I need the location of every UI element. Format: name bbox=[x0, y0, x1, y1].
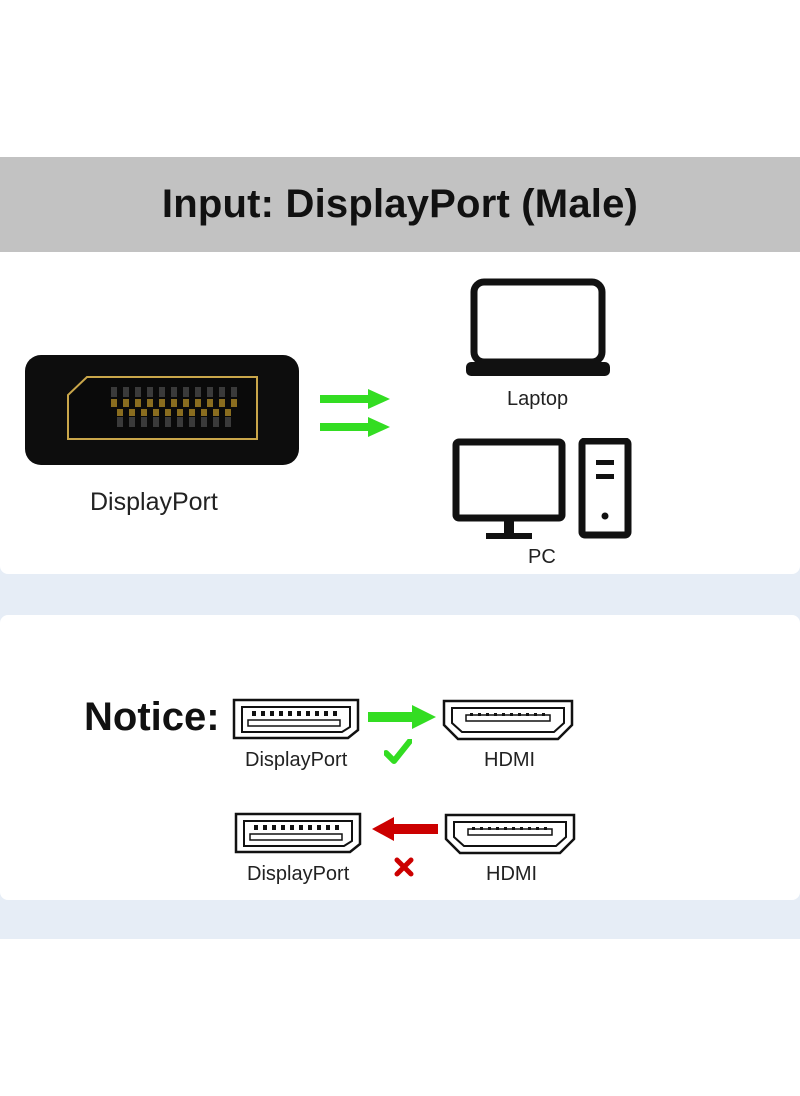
arrow-left-icon bbox=[372, 817, 438, 841]
row1-displayport-label: DisplayPort bbox=[245, 749, 348, 771]
displayport-connector-icon bbox=[25, 355, 299, 465]
header-bar: Input: DisplayPort (Male) bbox=[0, 157, 800, 252]
hdmi-port-icon-2 bbox=[444, 813, 576, 855]
row2-hdmi-label: HDMI bbox=[486, 863, 538, 885]
double-arrow-right-icon bbox=[320, 388, 390, 438]
cross-icon bbox=[394, 857, 414, 877]
displayport-port-icon bbox=[232, 698, 360, 740]
page-title: Input: DisplayPort (Male) bbox=[161, 182, 639, 226]
pc-tower-icon bbox=[578, 438, 634, 540]
laptop-label: Laptop bbox=[507, 388, 569, 410]
checkmark-icon bbox=[384, 739, 412, 765]
laptop-icon bbox=[464, 278, 612, 380]
pc-monitor-icon bbox=[452, 438, 570, 540]
input-card: DisplayPort Laptop PC bbox=[0, 252, 800, 574]
pc-label: PC bbox=[528, 546, 556, 568]
row1-hdmi-label: HDMI bbox=[484, 749, 536, 771]
hdmi-port-icon bbox=[442, 699, 574, 741]
notice-title: Notice: bbox=[84, 695, 220, 739]
arrow-right-icon bbox=[368, 705, 436, 729]
notice-card: Notice: DisplayPort bbox=[0, 615, 800, 900]
displayport-port-icon-2 bbox=[234, 812, 362, 854]
row2-displayport-label: DisplayPort bbox=[247, 863, 350, 885]
displayport-label: DisplayPort bbox=[90, 488, 218, 516]
